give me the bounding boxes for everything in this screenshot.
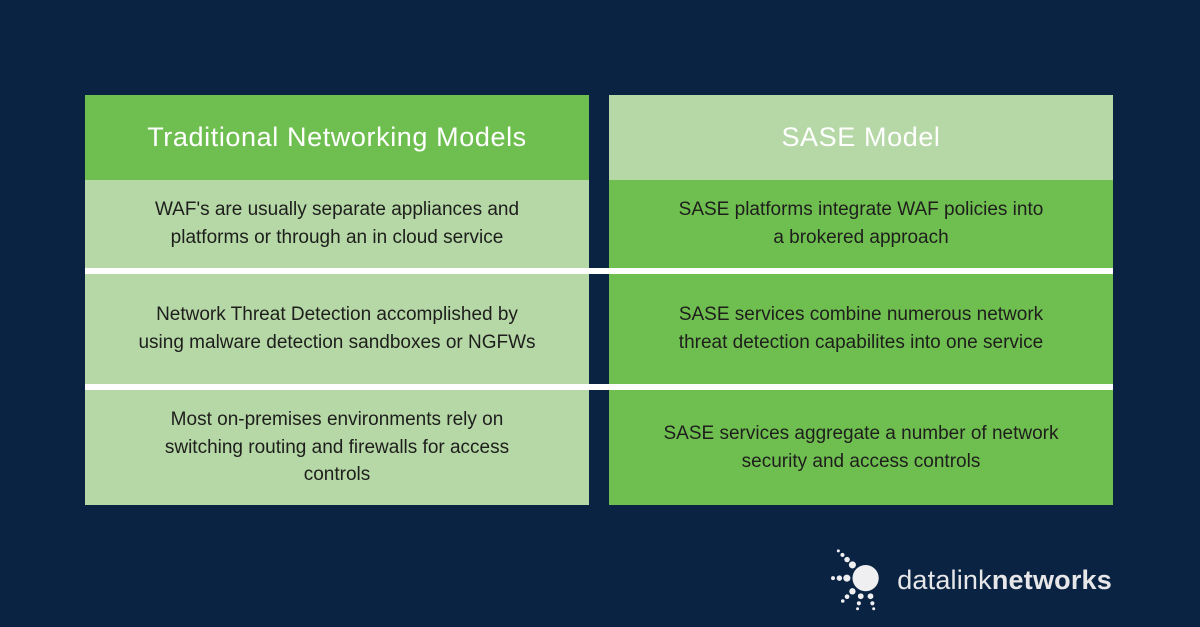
sase-row-access-controls: SASE services aggregate a number of netw… — [609, 390, 1113, 505]
sase-row-threat-detection: SASE services combine numerous network t… — [609, 274, 1113, 384]
row-divider-1 — [85, 268, 1113, 274]
logo-wordmark-regular: datalink — [897, 564, 992, 595]
logo-wordmark: datalinknetworks — [897, 565, 1112, 596]
traditional-row-access-controls: Most on-premises environments rely on sw… — [85, 390, 589, 505]
datalink-networks-logo: datalinknetworks — [830, 547, 1112, 613]
traditional-column-header: Traditional Networking Models — [85, 95, 589, 180]
sase-column-header: SASE Model — [609, 95, 1113, 180]
row-divider-2 — [85, 384, 1113, 390]
dotted-starburst-circle-icon — [831, 549, 879, 611]
sase-row-waf: SASE platforms integrate WAF policies in… — [609, 180, 1113, 268]
traditional-row-threat-detection: Network Threat Detection accomplished by… — [85, 274, 589, 384]
logo-wordmark-bold: networks — [991, 564, 1112, 595]
traditional-row-waf: WAF's are usually separate appliances an… — [85, 180, 589, 268]
comparison-table: Traditional Networking Models SASE Model… — [85, 95, 1113, 505]
